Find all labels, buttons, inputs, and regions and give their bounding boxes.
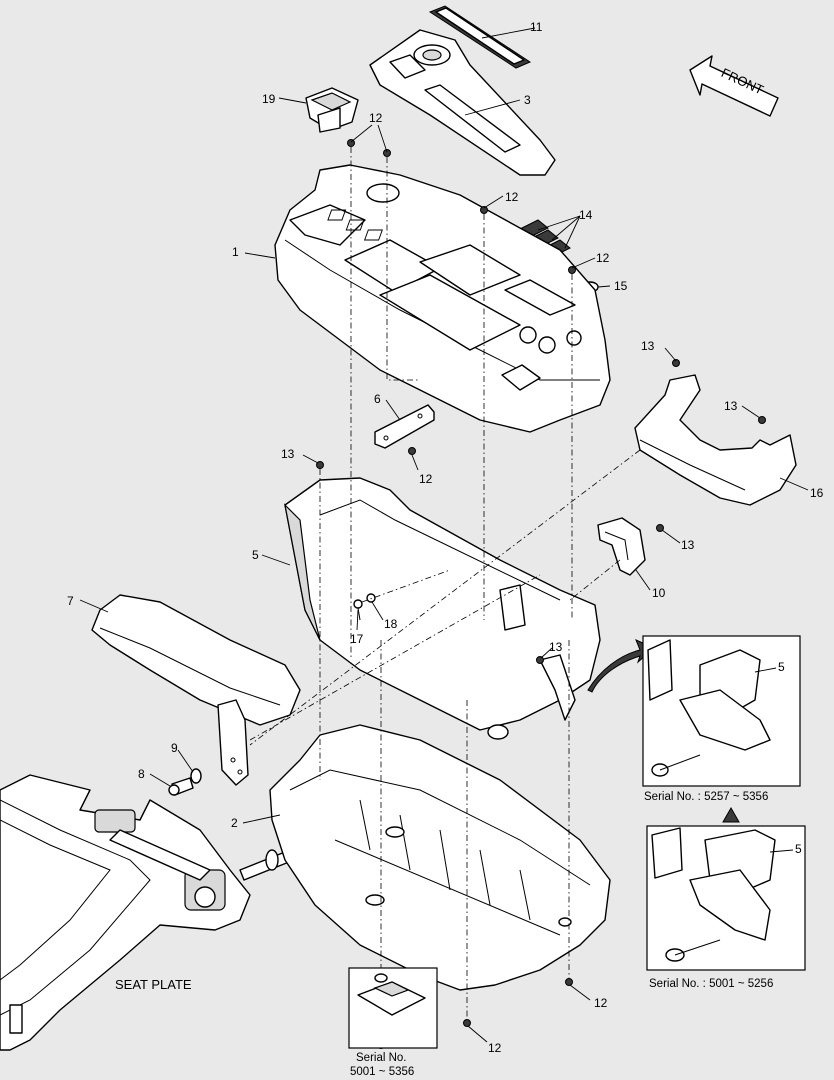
leader-lines (79, 27, 809, 1047)
part-2-lower-tray (269, 724, 611, 991)
callout-3: 3 (524, 93, 531, 107)
callout-12: 12 (419, 472, 433, 486)
part-11-strip (428, 5, 532, 69)
callout-12: 12 (369, 111, 383, 125)
serial-label: Serial No. (356, 1052, 407, 1064)
inset-bottom-callout-5: 5 (795, 842, 802, 856)
callout-7: 7 (67, 594, 74, 608)
callout-13: 13 (724, 399, 738, 413)
seat-plate (0, 774, 295, 1051)
callout-18: 18 (384, 617, 398, 631)
callout-19: 19 (262, 92, 276, 106)
callout-2: 2 (231, 816, 238, 830)
callout-14: 14 (579, 208, 593, 222)
part-16-bracket (634, 374, 797, 506)
part-5-frame (284, 477, 601, 740)
front-arrow: FRONT (689, 55, 779, 117)
part-8-bolt (168, 777, 194, 796)
inset-top: 5 Serial No. : 5257 ~ 5356 (642, 635, 801, 803)
callout-13: 13 (549, 640, 563, 654)
inset-transition-triangle (722, 806, 740, 823)
callout-12: 12 (488, 1041, 502, 1055)
callout-11: 11 (530, 20, 543, 34)
part-6-bracket (374, 404, 435, 449)
callout-6: 6 (374, 392, 381, 406)
callout-12: 12 (594, 996, 608, 1010)
part-17-screw (353, 599, 363, 621)
callout-13: 13 (281, 447, 295, 461)
seat-plate-label: SEAT PLATE (115, 977, 192, 992)
callout-8: 8 (138, 767, 145, 781)
callout-13: 13 (641, 339, 655, 353)
callout-13: 13 (681, 538, 695, 552)
callout-12: 12 (596, 251, 610, 265)
inset-bottom-caption: Serial No. : 5001 ~ 5256 (649, 978, 773, 990)
inset-top-caption: Serial No. : 5257 ~ 5356 (644, 791, 768, 803)
inset-bottom: 5 Serial No. : 5001 ~ 5256 (646, 825, 806, 990)
inset-top-callout-5: 5 (778, 660, 785, 674)
callout-12: 12 (505, 190, 519, 204)
part-19-switch (305, 87, 359, 133)
part-3-top-cover (369, 29, 556, 176)
callout-5: 5 (252, 548, 259, 562)
callout-1: 1 (232, 245, 239, 259)
part-7-armrest (91, 594, 301, 786)
callout-10: 10 (652, 586, 666, 600)
callout-15: 15 (614, 279, 628, 293)
callout-9: 9 (171, 741, 178, 755)
part-10-clamp (597, 517, 646, 576)
callout-16: 16 (810, 486, 824, 500)
part-1-console-body (274, 164, 611, 433)
callout-17: 17 (350, 632, 364, 646)
serial-range: 5001 ~ 5356 (350, 1066, 414, 1078)
serial-detail-box: Serial No. 5001 ~ 5356 (348, 967, 438, 1078)
part-9-washer (190, 768, 202, 784)
part-18-washer (366, 593, 376, 603)
